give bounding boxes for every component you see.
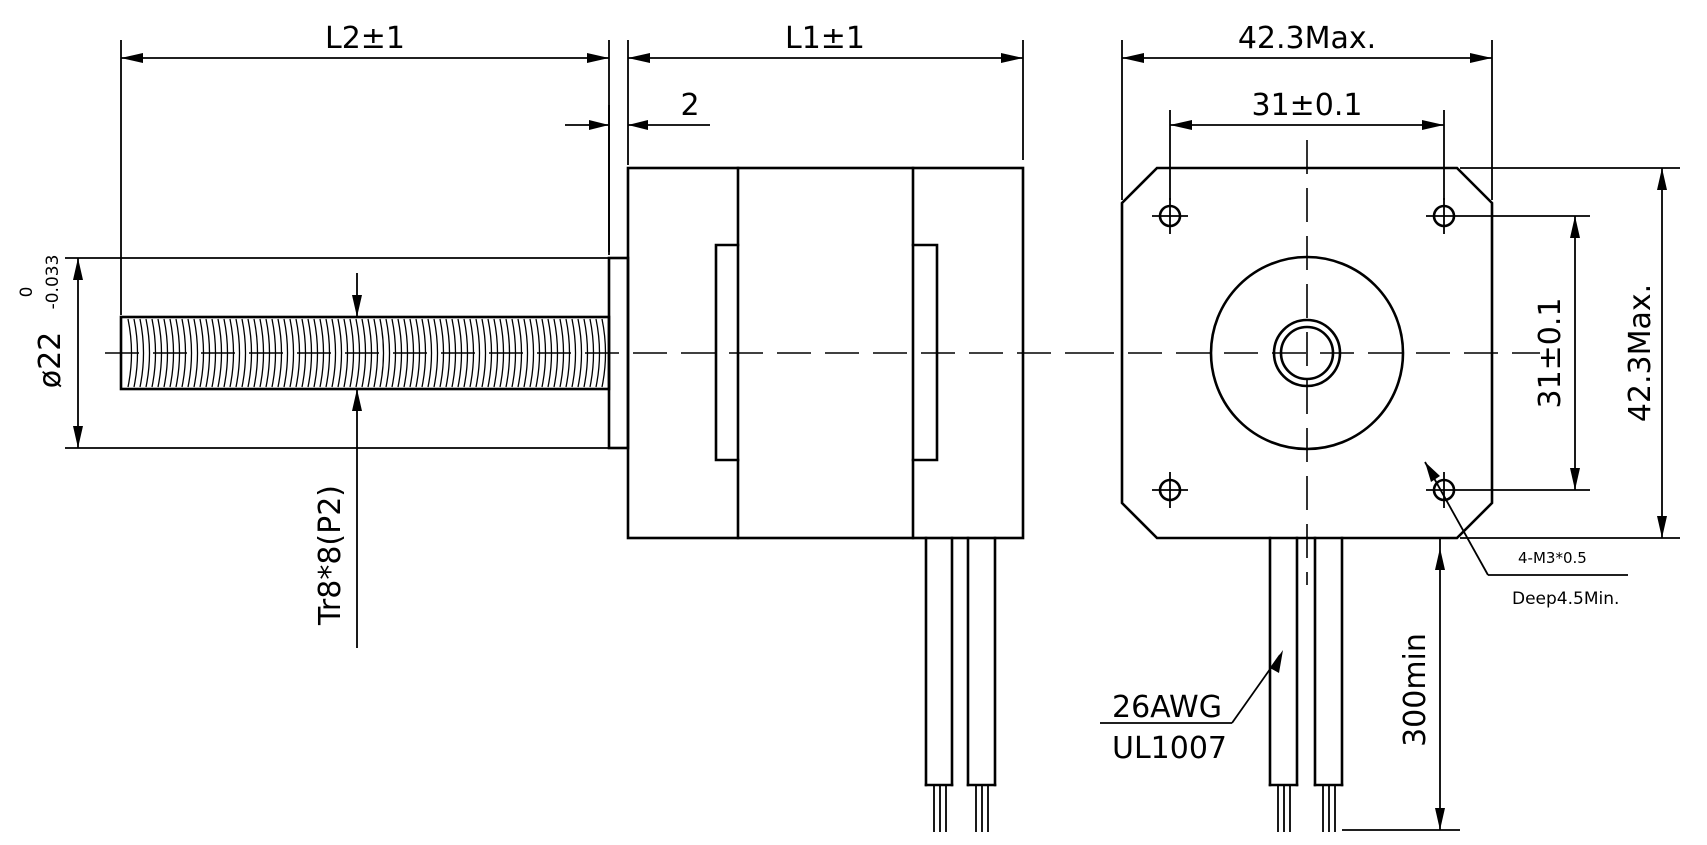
shaft-outer (1272, 318, 1342, 388)
l2-label: L2±1 (325, 21, 405, 56)
body-width-label: 42.3Max. (1238, 21, 1376, 56)
diameter-tol-upper: 0 (17, 287, 37, 298)
dim-body-width: 42.3Max. (1121, 21, 1493, 200)
thread-label: Tr8*8(P2) (313, 485, 348, 626)
hole-callout: 4-M3*0.5 Deep4.5Min. (1424, 461, 1628, 609)
l1-label: L1±1 (785, 21, 865, 56)
wire-gauge-label: 26AWG (1112, 690, 1222, 725)
motor-face (1120, 166, 1494, 540)
front-wires (1268, 536, 1344, 832)
side-wires (924, 536, 997, 832)
hole-spacing-v-label: 31±0.1 (1533, 297, 1568, 408)
dim-l1: L1±1 (627, 21, 1024, 165)
body-height-label: 42.3Max. (1623, 284, 1658, 422)
dim-hole-spacing-h: 31±0.1 (1169, 88, 1445, 200)
dim-body-height: 42.3Max. (1460, 167, 1680, 539)
mounting-holes (1152, 198, 1462, 508)
hole-spacing-h-label: 31±0.1 (1251, 88, 1362, 123)
side-view: L2±1 L1±1 2 ø22 (17, 21, 1080, 832)
diameter-label: ø22 (33, 332, 68, 389)
wire-standard-label: UL1007 (1112, 731, 1227, 766)
mount-holes-label: 4-M3*0.5 (1518, 549, 1587, 567)
thread-callout: Tr8*8(P2) (313, 273, 362, 648)
flange-thickness-label: 2 (680, 88, 699, 123)
dim-lead-length: 300min (1342, 538, 1460, 831)
front-view: 42.3Max. 31±0.1 31±0.1 (1080, 21, 1680, 832)
dim-l2: L2±1 (120, 21, 610, 315)
dim-hole-spacing-v: 31±0.1 (1462, 215, 1590, 491)
lead-length-label: 300min (1398, 633, 1433, 747)
boss-circle (1209, 255, 1405, 451)
wire-callout: 26AWG UL1007 (1100, 650, 1283, 766)
shaft-inner (1279, 325, 1335, 381)
dim-flange: 2 (565, 88, 710, 255)
dim-diameter: ø22 0 -0.033 (17, 255, 609, 449)
diameter-tol-lower: -0.033 (43, 255, 63, 310)
hole-depth-label: Deep4.5Min. (1512, 589, 1619, 609)
